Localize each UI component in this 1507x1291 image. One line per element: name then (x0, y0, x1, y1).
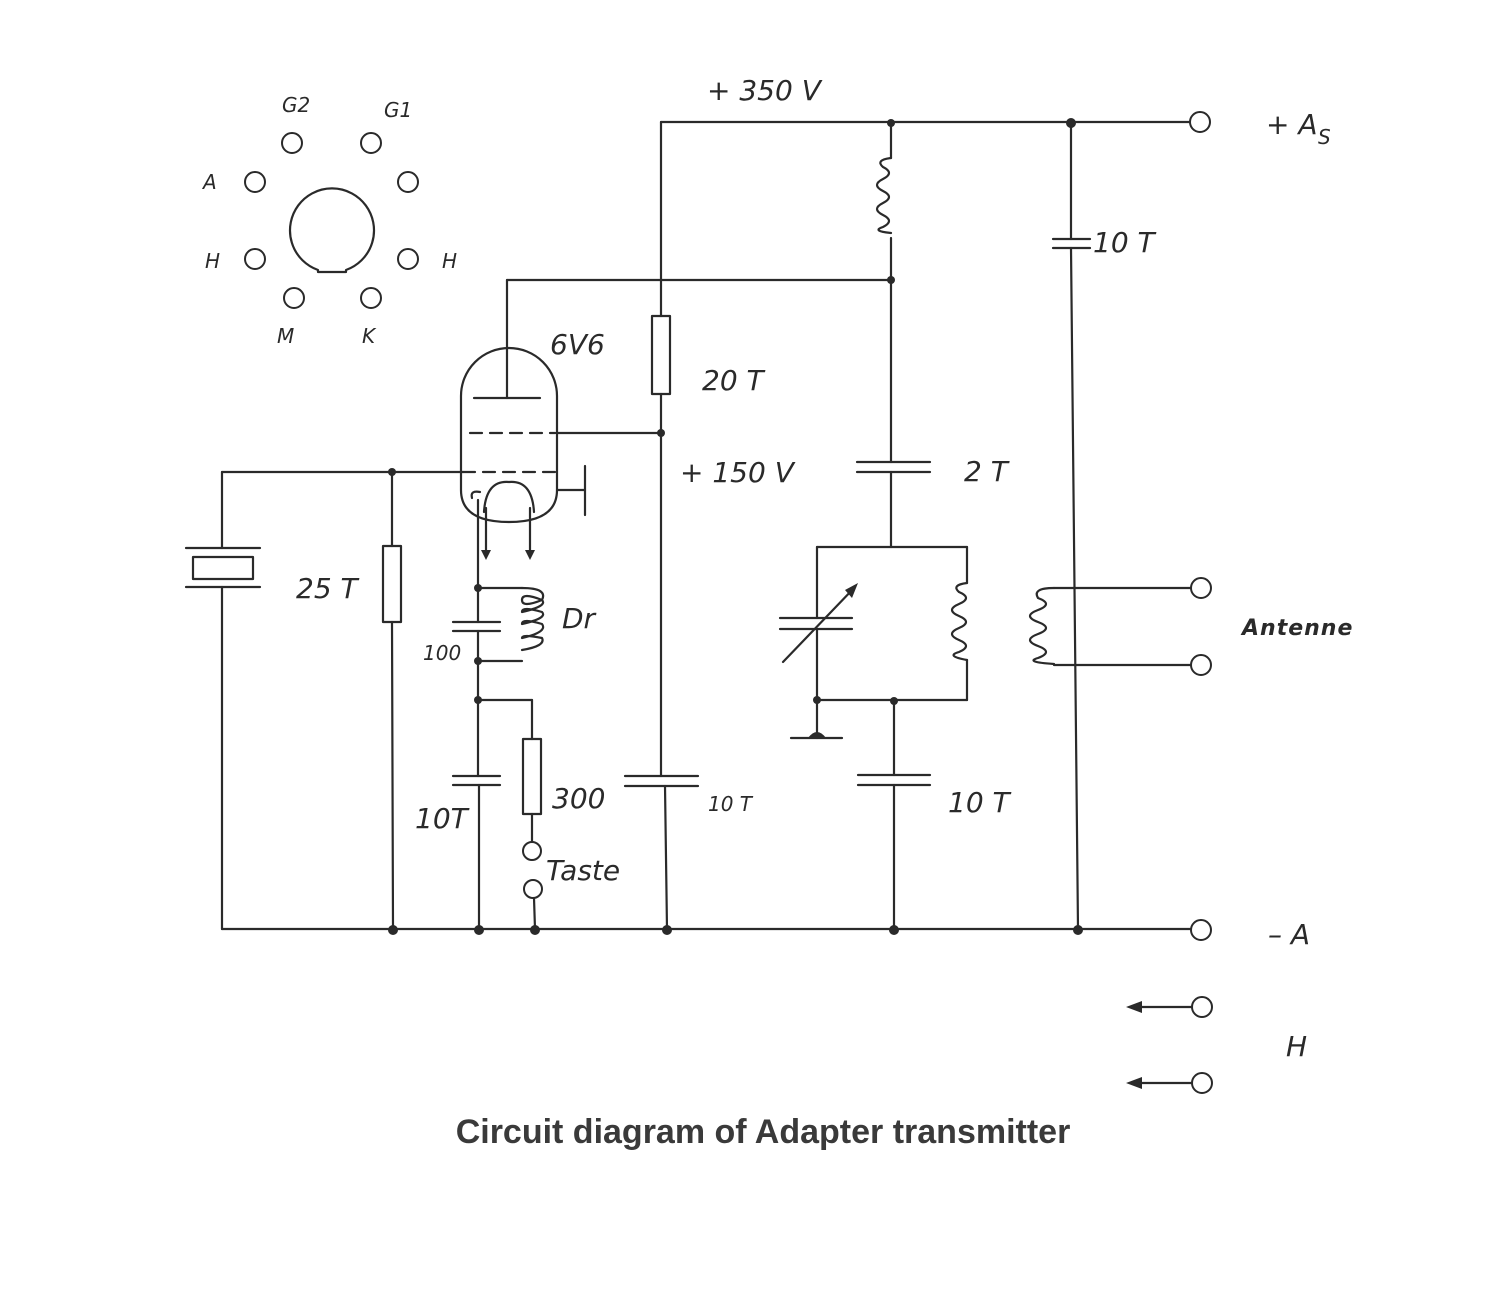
label-r-key: 300 (552, 782, 605, 815)
tank-ground-mark (808, 732, 826, 738)
tube-pinout: G2 G1 A H H M K (201, 93, 457, 348)
pin-label-g2: G2 (282, 93, 310, 117)
tank-coil (950, 581, 969, 662)
label-choke: Dr (562, 602, 597, 635)
plate-circuit (505, 121, 895, 464)
label-r-grid: 25 T (296, 572, 360, 605)
pin-a (244, 171, 266, 193)
crystal (191, 555, 255, 581)
pin-g2 (281, 132, 303, 154)
varcap-arrow-line (781, 585, 857, 664)
junction-screen-ground (662, 925, 672, 935)
antenna-coil (1028, 586, 1056, 666)
pinout-tube-outline (288, 187, 376, 274)
label-key: Taste (546, 854, 620, 887)
tube-envelope (459, 346, 559, 524)
pin-label-g1: G1 (384, 98, 412, 122)
screen-network: 20 T + 150 V 10 T (554, 314, 796, 935)
label-plus-as: + A (1266, 108, 1318, 141)
pin-label-a: A (201, 170, 217, 194)
junction-tank-left (813, 696, 821, 704)
cathode-network: Dr 100 10T 300 Taste (415, 584, 620, 935)
grid-network: 25 T (184, 468, 465, 935)
grid-resistor (381, 544, 403, 624)
pin-label-h-left: H (205, 249, 220, 273)
terminal-minus-a (1190, 919, 1212, 941)
heater-arrow-left (481, 550, 491, 560)
tank-circuit: 2 T 10 T (778, 455, 1012, 935)
tube-6v6: 6V6 (459, 328, 605, 590)
junction-tank-ground (889, 925, 899, 935)
label-r-screen: 20 T (702, 364, 766, 397)
antenna-coupling: Antenne (1028, 586, 1353, 667)
terminal-heater-1 (1191, 996, 1213, 1018)
pin-label-m: M (277, 324, 294, 348)
plate-choke-coil (875, 156, 893, 235)
label-antenna: Antenne (1240, 616, 1353, 641)
junction-cathode-ground (474, 925, 484, 935)
output-terminals: + A S – A H (1126, 108, 1331, 1094)
label-supply-screen: + 150 V (680, 456, 796, 489)
tube-cathode (482, 480, 536, 514)
pin-m (283, 287, 305, 309)
label-plus-as-sub: S (1318, 125, 1331, 149)
pin-nc (397, 171, 419, 193)
key-terminal-top (522, 841, 542, 861)
pin-h-right (397, 248, 419, 270)
heater-arrow-2 (1126, 1077, 1142, 1089)
junction-grid-ground (388, 925, 398, 935)
varcap-arrow-head (845, 583, 858, 598)
diagram-caption: Circuit diagram of Adapter transmitter (456, 1113, 1071, 1151)
label-c-coupling: 2 T (964, 455, 1010, 488)
terminal-antenna-2 (1190, 654, 1212, 676)
terminal-plus-as (1189, 111, 1211, 133)
dr-choke-coil (520, 586, 545, 652)
label-supply-high: + 350 V (707, 74, 823, 107)
wire-key-ground (532, 896, 537, 931)
label-minus-a: – A (1268, 918, 1310, 951)
label-c-tank-bypass: 10 T (948, 786, 1012, 819)
key-resistor (521, 737, 543, 816)
key-terminal-bottom (523, 879, 543, 899)
pin-k (360, 287, 382, 309)
junction-key-ground (530, 925, 540, 935)
supply-rails (220, 118, 1192, 931)
label-c-bypass-top: 10 T (1093, 226, 1157, 259)
label-heater: H (1286, 1030, 1307, 1063)
junction-bypass-ground (1073, 925, 1083, 935)
screen-resistor (650, 314, 672, 396)
heater-arrow-right (525, 550, 535, 560)
pin-h-left (244, 248, 266, 270)
bypass-cap-as: 10 T (1051, 121, 1157, 935)
label-c-key: 10T (415, 802, 470, 835)
label-c-screen-bypass: 10 T (708, 792, 754, 816)
terminal-heater-2 (1191, 1072, 1213, 1094)
pin-label-k: K (362, 324, 377, 348)
terminal-antenna-1 (1190, 577, 1212, 599)
pin-label-h-right: H (442, 249, 457, 273)
label-tube: 6V6 (550, 328, 605, 361)
pin-g1 (360, 132, 382, 154)
wire-screen-cap-ground (663, 784, 669, 931)
heater-arrow-1 (1126, 1001, 1142, 1013)
wire-grid-resistor-bottom (390, 620, 395, 931)
tube-suppressor (470, 490, 482, 500)
label-c-cathode: 100 (423, 641, 461, 665)
